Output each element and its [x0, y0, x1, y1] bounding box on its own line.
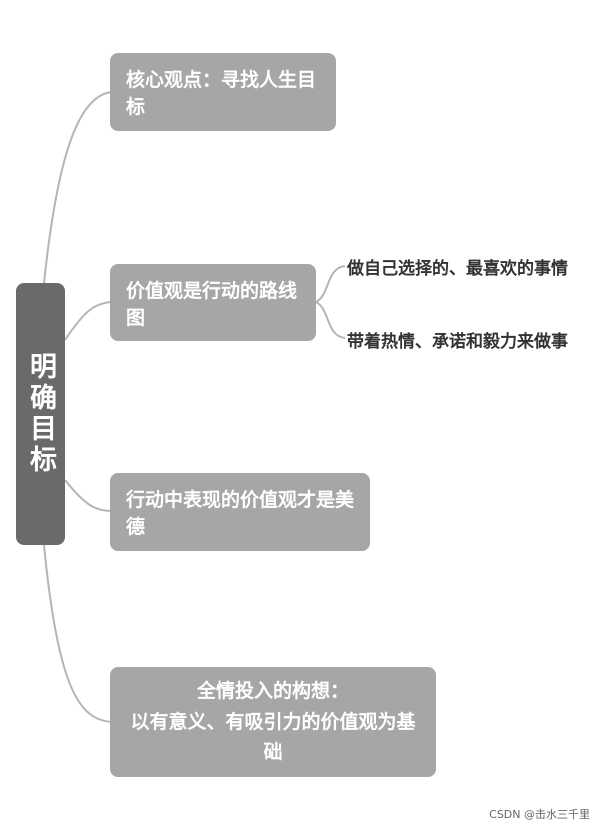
connector-branch-2-leaf-2: [315, 301, 346, 339]
branch-core-view: 核心观点：寻找人生目标: [110, 53, 336, 131]
watermark: CSDN @击水三千里: [489, 808, 590, 821]
branch-core-view-label: 核心观点：寻找人生目标: [126, 69, 317, 118]
branch-virtue: 行动中表现的价值观才是美德: [110, 473, 370, 551]
branch-values-roadmap: 价值观是行动的路线图: [110, 264, 316, 341]
branch-full-engagement-line-2: 以有意义、有吸引力的价值观为基础: [130, 710, 416, 764]
connector-root-branch-2: [64, 301, 113, 341]
leaf-passion-commitment: 带着热情、承诺和毅力来做事: [347, 332, 568, 352]
branch-virtue-label: 行动中表现的价值观才是美德: [126, 489, 355, 538]
root-node: 明确目标: [16, 283, 65, 545]
branch-values-roadmap-label: 价值观是行动的路线图: [126, 279, 298, 329]
connector-root-branch-4: [43, 544, 113, 723]
connector-branch-2-leaf-1: [315, 265, 346, 303]
branch-full-engagement-line-1: 全情投入的构想：: [196, 680, 349, 703]
connector-root-branch-3: [64, 479, 113, 512]
connector-root-branch-1: [43, 91, 113, 284]
branch-full-engagement: 全情投入的构想： 以有意义、有吸引力的价值观为基础: [110, 667, 436, 777]
leaf-do-favorite-things: 做自己选择的、最喜欢的事情: [347, 259, 568, 279]
root-node-label: 明确目标: [25, 352, 56, 476]
